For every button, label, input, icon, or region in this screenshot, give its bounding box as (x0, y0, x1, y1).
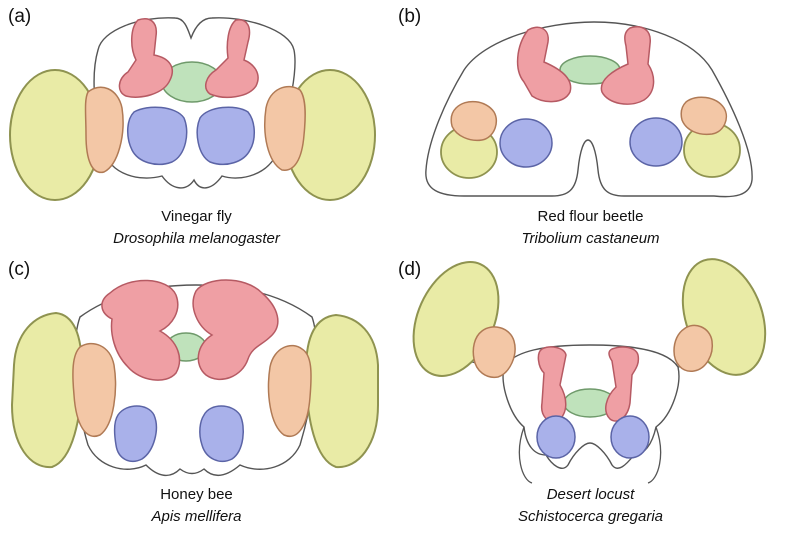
right-mushroom-body (600, 26, 655, 105)
right-antennal-lobe (199, 405, 245, 463)
caption-species: Tribolium castaneum (521, 230, 660, 247)
left-medulla (450, 100, 498, 142)
right-antennal-lobe (610, 415, 650, 459)
caption-common-name: Honey bee (160, 486, 233, 503)
brain-outline (93, 17, 296, 189)
left-medulla (84, 86, 124, 174)
left-mushroom-body (118, 18, 174, 98)
right-medulla (680, 96, 728, 136)
right-mushroom-body (604, 346, 640, 422)
left-mushroom-body (516, 26, 572, 103)
panel-c: (c) Honey bee Apis mellifera (0, 255, 393, 530)
fly-brain-drawing (9, 17, 376, 201)
panel-letter: (b) (398, 6, 422, 27)
right-medulla (264, 85, 306, 171)
caption-species: Apis mellifera (151, 508, 242, 525)
panel-letter: (c) (8, 259, 31, 280)
panel-a: (a) Vinegar fly Drosophila melanogaster (0, 0, 393, 275)
left-antennal-lobe (127, 106, 188, 166)
panel-letter: (a) (8, 6, 32, 27)
caption-common-name: Red flour beetle (537, 208, 644, 225)
bee-brain-drawing (10, 279, 379, 476)
left-mushroom-body (101, 279, 181, 381)
right-antennal-lobe (629, 117, 683, 167)
locust-brain-drawing (412, 258, 767, 484)
left-optic-lobe (10, 311, 84, 469)
right-mushroom-body (205, 19, 259, 99)
left-antennal-lobe (499, 118, 553, 168)
caption-common-name: Vinegar fly (161, 208, 232, 225)
left-antennal-lobe (536, 415, 576, 459)
panel-b: (b) Red flour beetle Tribolium castaneum (394, 0, 787, 275)
caption-species: Schistocerca gregaria (517, 508, 664, 525)
right-antennal-lobe (196, 106, 255, 166)
left-antennal-lobe (113, 405, 158, 463)
right-mushroom-body (192, 279, 279, 380)
left-medulla (72, 342, 117, 437)
left-medulla (472, 326, 516, 379)
beetle-brain-drawing (425, 21, 753, 198)
right-medulla (267, 344, 312, 437)
right-medulla (673, 324, 714, 372)
panel-letter: (d) (398, 259, 422, 280)
brain-outline (502, 344, 680, 469)
caption-species: Drosophila melanogaster (113, 230, 280, 247)
left-mushroom-body (537, 346, 567, 423)
right-optic-lobe (304, 313, 379, 469)
caption-common-name: Desert locust (546, 486, 635, 503)
panel-d: (d) Desert locust Schistocerca gregaria (394, 255, 787, 530)
